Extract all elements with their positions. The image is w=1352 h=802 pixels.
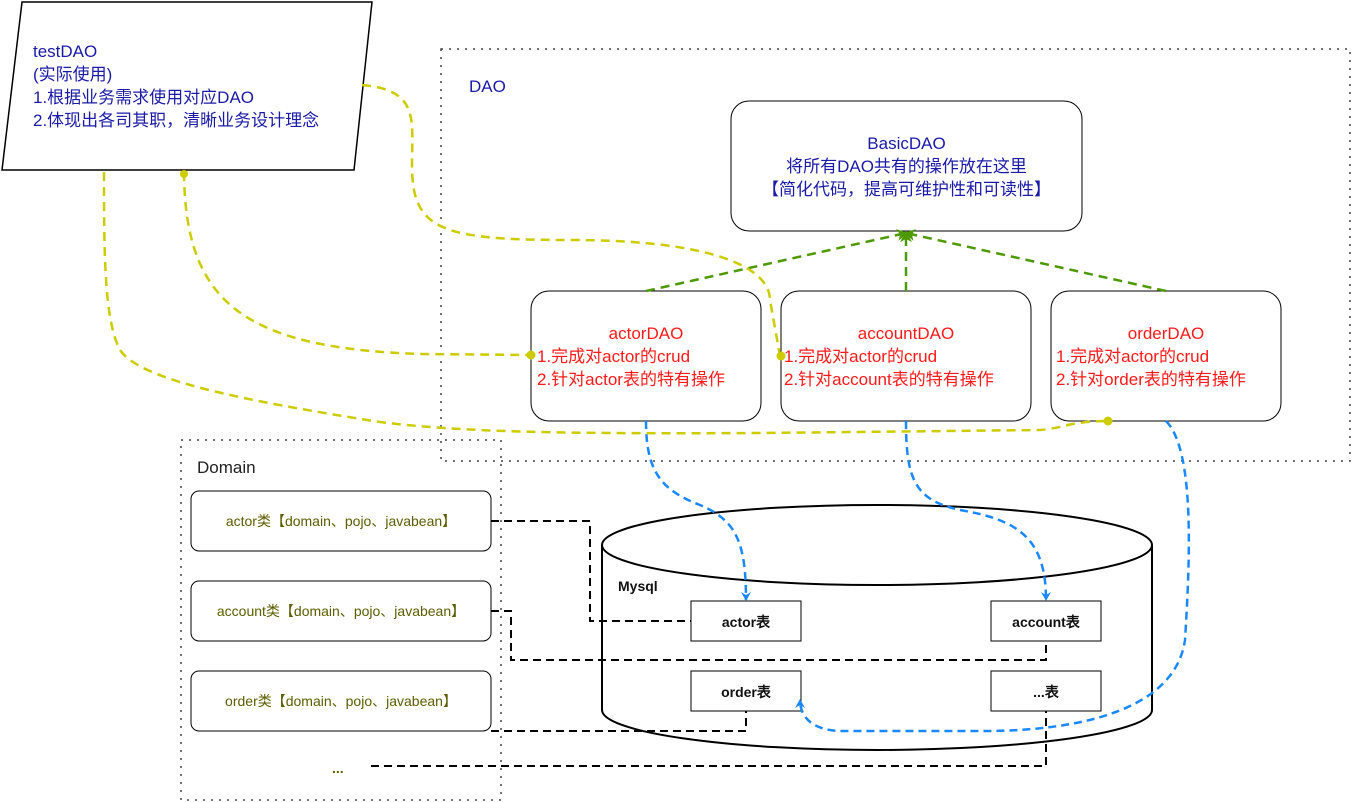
- use-test-order: [102, 171, 1111, 435]
- connector-etc-domain-table: [371, 711, 1047, 767]
- table-etc-label: ...表: [1033, 684, 1059, 700]
- table-order-box: [690, 670, 802, 712]
- domain-ellipsis: ...: [332, 760, 344, 776]
- connector-actor-domain-table: [491, 520, 691, 622]
- account-dao-line-2: 1.完成对actor的crud: [784, 347, 938, 366]
- link-actor-dao-table: [644, 420, 751, 601]
- dao-group-label: DAO: [469, 77, 506, 96]
- actor-dao-line-3: 2.针对actor表的特有操作: [537, 370, 725, 389]
- domain-order-box: [190, 670, 492, 732]
- domain-account-label: account类【domain、pojo、javabean】: [216, 603, 466, 619]
- link-account-dao-table: [904, 420, 1051, 601]
- basic-dao-line-2: 将所有DAO共有的操作放在这里: [786, 157, 1027, 176]
- actor-dao-line-2: 1.完成对actor的crud: [537, 347, 691, 366]
- endpoint-dot: [1103, 416, 1113, 426]
- link-order-dao-table: [795, 420, 1191, 733]
- actor-dao-text: actorDAO 1.完成对actor的crud 2.针对actor表的特有操作: [531, 322, 761, 391]
- test-dao-line-3: 1.根据业务需求使用对应DAO: [33, 88, 255, 107]
- domain-group-label: Domain: [197, 458, 256, 477]
- table-actor-box: [690, 600, 802, 642]
- mysql-label: Mysql: [618, 578, 658, 594]
- domain-group-container: [180, 439, 502, 801]
- actor-dao-title: actorDAO: [608, 324, 684, 343]
- connector-order-domain-table: [491, 711, 747, 732]
- test-dao-line-4: 2.体现出各司其职，清晰业务设计理念: [33, 111, 320, 130]
- domain-actor-label: actor类【domain、pojo、javabean】: [225, 513, 457, 529]
- endpoint-dot: [776, 351, 786, 361]
- endpoint-dot: [180, 170, 188, 178]
- basic-dao-title: BasicDAO: [867, 134, 946, 153]
- connector-account-domain-table: [491, 610, 1047, 661]
- account-dao-line-3: 2.针对account表的特有操作: [784, 370, 994, 389]
- test-dao-title: testDAO: [33, 42, 98, 61]
- table-account-label: account表: [1012, 614, 1080, 630]
- use-test-account: [361, 83, 782, 357]
- order-dao-text: orderDAO 1.完成对actor的crud 2.针对order表的特有操作: [1051, 322, 1281, 391]
- account-dao-title: accountDAO: [857, 324, 955, 343]
- mysql-cylinder-top: [601, 504, 1153, 586]
- table-actor-label: actor表: [721, 614, 771, 630]
- table-order-label: order表: [721, 684, 771, 700]
- test-dao-line-2: (实际使用): [33, 65, 113, 84]
- basic-dao-line-3: 【简化代码，提高可维护性和可读性】: [762, 180, 1051, 199]
- basic-dao-text: BasicDAO 将所有DAO共有的操作放在这里 【简化代码，提高可维护性和可读…: [731, 132, 1082, 201]
- inherit-actor-basic: [645, 229, 908, 293]
- endpoint-dot: [526, 350, 536, 360]
- order-dao-line-3: 2.针对order表的特有操作: [1056, 370, 1246, 389]
- domain-order-label: order类【domain、pojo、javabean】: [225, 693, 457, 709]
- order-dao-title: orderDAO: [1127, 324, 1205, 343]
- table-etc-box: [990, 670, 1102, 712]
- order-dao-line-2: 1.完成对actor的crud: [1056, 347, 1210, 366]
- test-dao-text: testDAO (实际使用) 1.根据业务需求使用对应DAO 2.体现出各司其职…: [33, 40, 319, 132]
- use-test-actor: [182, 171, 531, 357]
- inherit-order-basic: [904, 229, 1167, 293]
- account-dao-text: accountDAO 1.完成对actor的crud 2.针对account表的…: [781, 322, 1031, 391]
- test-dao-shape: [1, 1, 373, 171]
- table-account-box: [990, 600, 1102, 642]
